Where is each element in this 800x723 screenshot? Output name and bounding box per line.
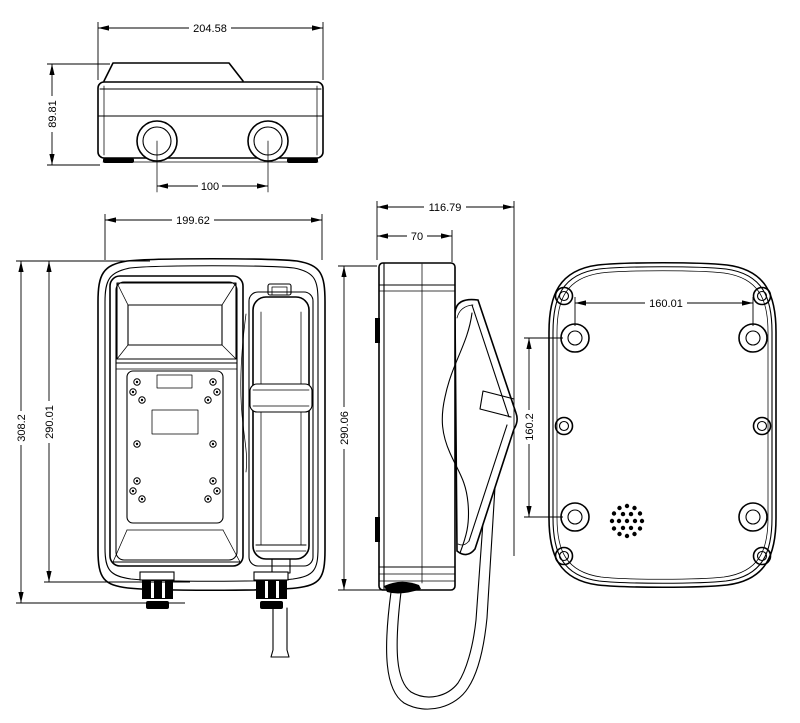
front-door bbox=[109, 275, 244, 567]
plate-outline bbox=[126, 370, 224, 524]
handset-mouth-inner bbox=[457, 540, 470, 546]
cord-loop bbox=[386, 451, 498, 710]
dim-back-hole-spacing-horizontal: 160.01 bbox=[574, 297, 754, 326]
dim-side-total-depth: 116.79 bbox=[376, 201, 515, 556]
mounting-hole-bottom-left bbox=[560, 502, 590, 532]
side-body-outline bbox=[378, 262, 456, 591]
cradle-hook-side bbox=[479, 390, 515, 418]
door-bottom-bevel bbox=[112, 529, 241, 563]
mounting-holes bbox=[560, 323, 768, 532]
top-view: 204.58 89.81 100 bbox=[46, 22, 324, 193]
front-body bbox=[97, 257, 326, 592]
keypad-mounting-plate bbox=[126, 370, 224, 524]
foot-right bbox=[287, 158, 318, 163]
cradle-hook-band bbox=[249, 383, 313, 413]
back-outline-inner bbox=[556, 270, 769, 580]
dim-label-gland-spacing: 100 bbox=[201, 181, 219, 193]
dim-label-back-hole-spacing-horizontal: 160.01 bbox=[649, 298, 683, 310]
front-body-outer bbox=[97, 257, 326, 592]
dim-label-top-height: 89.81 bbox=[47, 100, 59, 128]
dim-label-back-hole-spacing-vertical: 160.2 bbox=[524, 413, 536, 441]
speaker-grille bbox=[609, 503, 645, 539]
dim-side-body-depth: 70 bbox=[377, 230, 453, 262]
cable-gland-front-right bbox=[253, 571, 289, 609]
plate-label-slot-mid bbox=[151, 409, 199, 435]
dim-label-side-total-depth: 116.79 bbox=[429, 202, 462, 214]
handset-side bbox=[454, 298, 518, 556]
dim-label-top-width: 204.58 bbox=[193, 23, 227, 35]
top-body-outline bbox=[97, 81, 324, 159]
dim-gland-spacing: 100 bbox=[157, 180, 268, 193]
cable-glands-front bbox=[139, 571, 290, 658]
door-inner-outline bbox=[115, 281, 238, 561]
hinge-tab-upper bbox=[375, 318, 380, 343]
display-window bbox=[127, 304, 223, 346]
dim-front-width: 199.62 bbox=[104, 214, 323, 260]
dim-front-total-height: 308.2 bbox=[15, 260, 185, 604]
handset-cord-behind bbox=[240, 313, 248, 473]
back-corner-screws bbox=[554, 286, 772, 566]
back-body bbox=[548, 261, 777, 589]
plate-label-slot-top bbox=[156, 374, 193, 389]
back-outline-mid bbox=[552, 266, 773, 584]
cradle-clip-inner bbox=[271, 286, 288, 296]
front-body-inner bbox=[104, 265, 319, 582]
hinge-tab-lower bbox=[375, 517, 380, 542]
dim-front-body-height: 290.01 bbox=[43, 261, 190, 583]
lid-hump-outline bbox=[103, 62, 244, 82]
dim-label-front-body-height: 290.01 bbox=[44, 405, 56, 439]
side-body bbox=[375, 262, 473, 594]
dim-back-hole-spacing-vertical: 160.2 bbox=[523, 337, 563, 518]
display-bezel bbox=[116, 282, 237, 360]
mounting-hole-top-right bbox=[738, 323, 768, 353]
dim-side-body-height: 290.06 bbox=[338, 265, 400, 591]
cord-loop-inner bbox=[396, 451, 489, 698]
mounting-hole-top-left bbox=[560, 323, 590, 353]
back-view: 160.01 160.2 bbox=[523, 261, 777, 589]
cord-loop-outer bbox=[386, 453, 498, 710]
plate-screws bbox=[129, 378, 221, 503]
handset-front bbox=[240, 283, 314, 574]
dim-label-front-width: 199.62 bbox=[176, 215, 210, 227]
bottom-gland-side bbox=[384, 581, 421, 594]
dim-top-height: 89.81 bbox=[46, 63, 110, 166]
dim-top-width: 204.58 bbox=[97, 22, 324, 80]
back-outline-outer bbox=[548, 261, 777, 589]
dim-label-side-body-depth: 70 bbox=[411, 231, 423, 243]
handset-body bbox=[252, 296, 310, 560]
front-view: 199.62 308.2 290.01 bbox=[15, 214, 326, 658]
handset-cord-front bbox=[270, 607, 290, 658]
mounting-hole-bottom-right bbox=[738, 502, 768, 532]
dim-label-side-body-height: 290.06 bbox=[339, 411, 351, 445]
handset-head-inner bbox=[456, 304, 474, 319]
dim-label-front-total-height: 308.2 bbox=[16, 414, 28, 442]
cable-gland-top-right bbox=[247, 120, 289, 193]
side-view: 116.79 70 290.06 bbox=[338, 201, 518, 710]
handset-side-outline bbox=[454, 298, 518, 556]
top-view-body bbox=[97, 62, 324, 163]
handset-grip-contour bbox=[441, 312, 473, 554]
cable-gland-top-left bbox=[136, 120, 178, 193]
foot-left bbox=[103, 158, 134, 163]
